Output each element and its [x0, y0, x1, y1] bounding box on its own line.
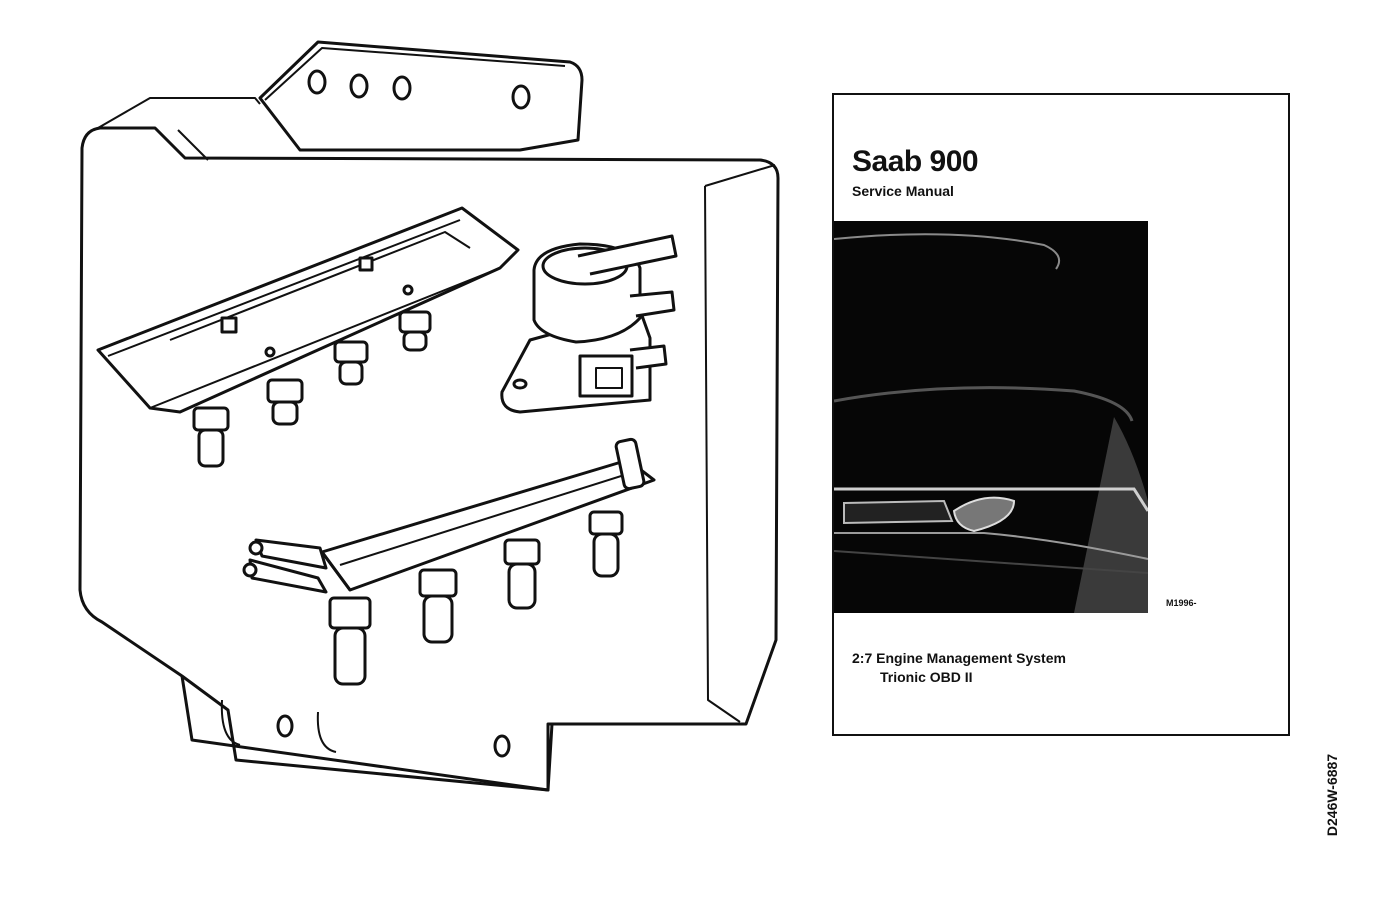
- fuel-rail-icon: [242, 437, 656, 594]
- trionic-components-illustration: [78, 40, 780, 792]
- spark-plug-boots: [192, 310, 432, 468]
- pressure-sensor-icon: [500, 234, 678, 414]
- ignition-cassette-icon: [96, 206, 520, 414]
- manual-cover: Saab 900 Service Manual M1996- 2:7 Engin…: [832, 93, 1290, 736]
- photo-code: M1996-: [1166, 598, 1197, 608]
- drawing-code: D246W-6887: [1324, 740, 1340, 850]
- fuel-injector-icon: [328, 510, 624, 686]
- car-front-photo: [834, 221, 1148, 613]
- system-name: Trionic OBD II: [880, 669, 973, 685]
- section-title: 2:7 Engine Management System: [852, 650, 1066, 666]
- ecu-box-icon: [78, 40, 780, 792]
- drawing-code-text: D246W-6887: [1324, 753, 1340, 837]
- manual-subtitle: Service Manual: [852, 183, 954, 199]
- manual-title: Saab 900: [852, 145, 979, 178]
- mounting-holes: [276, 69, 531, 758]
